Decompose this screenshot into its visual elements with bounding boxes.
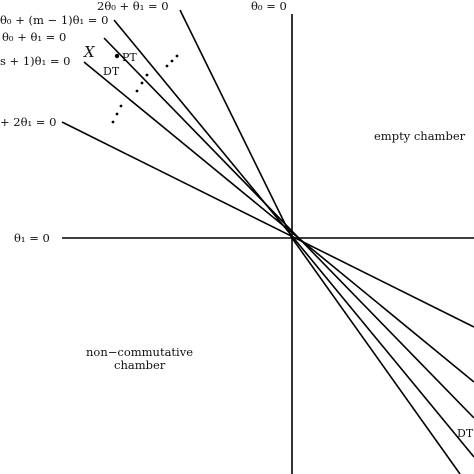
point-x-marker xyxy=(114,53,120,59)
label-noncomm-line1: non−commutative xyxy=(86,345,193,359)
label-theta0-zero: θ₀ = 0 xyxy=(251,0,287,13)
label-m-plus-1-t1: s + 1)θ₁ = 0 xyxy=(0,54,70,68)
label-theta1-zero: θ₁ = 0 xyxy=(14,231,50,245)
ellipsis-dots-lower xyxy=(111,104,123,124)
label-pt: PT xyxy=(122,51,137,64)
label-empty-chamber: empty chamber xyxy=(374,129,466,143)
label-point-x: X xyxy=(83,43,96,61)
label-dt-upper: DT xyxy=(103,65,120,78)
wall-t0-plus-t1 xyxy=(103,37,474,419)
label-t0-plus-t1: θ₀ + θ₁ = 0 xyxy=(2,30,66,44)
wall-m-plus-1-t1 xyxy=(83,61,474,383)
ellipsis-dots-upper xyxy=(165,54,179,68)
ellipsis-dots-middle xyxy=(135,73,149,93)
wall-2t0-plus-t1 xyxy=(179,9,293,239)
label-t0-plus-m-minus-1-t1: θ₀ + (m − 1)θ₁ = 0 xyxy=(0,13,108,27)
label-dt-lower: DT xyxy=(457,427,474,440)
wall-t0-plus-m-minus-1-t1 xyxy=(113,19,474,458)
wall-to-dt-lower xyxy=(291,237,461,474)
label-plus-2t1: + 2θ₁ = 0 xyxy=(0,115,56,129)
wall-plus-2t1 xyxy=(61,121,474,328)
label-noncomm-line2: chamber xyxy=(114,358,166,372)
label-2t0-plus-t1: 2θ₀ + θ₁ = 0 xyxy=(97,0,169,13)
